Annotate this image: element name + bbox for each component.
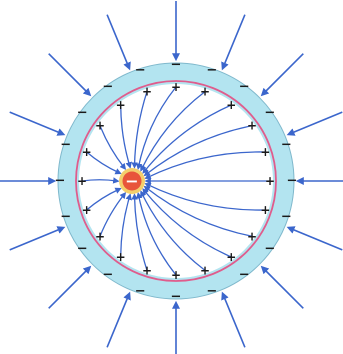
inner-positive-charge: + <box>247 119 257 133</box>
external-field-line <box>107 295 129 348</box>
inner-positive-charge: + <box>95 229 105 243</box>
outer-negative-charge: − <box>171 290 182 305</box>
inner-positive-charge: + <box>260 145 270 159</box>
inner-positive-charge: + <box>82 203 92 217</box>
inner-positive-charge: + <box>116 98 126 112</box>
outer-negative-charge: − <box>135 63 146 78</box>
inner-positive-charge: + <box>142 85 152 99</box>
outer-negative-charge: − <box>281 138 292 153</box>
outer-negative-charge: − <box>77 242 88 257</box>
inner-positive-charge: + <box>142 263 152 277</box>
external-field-line <box>10 112 63 134</box>
external-field-line <box>263 268 303 308</box>
inner-positive-charge: + <box>77 174 87 188</box>
inner-positive-charge: + <box>260 203 270 217</box>
outer-negative-charge: − <box>206 284 217 299</box>
outer-negative-charge: − <box>102 267 113 282</box>
outer-negative-charge: − <box>264 105 275 120</box>
external-field-line <box>10 228 63 250</box>
outer-negative-charge: − <box>264 242 275 257</box>
outer-negative-charge: − <box>239 267 250 282</box>
outer-negative-charge: − <box>60 209 71 224</box>
outer-negative-charge: − <box>206 63 217 78</box>
inner-positive-charge: + <box>200 85 210 99</box>
outer-negative-charge: − <box>77 105 88 120</box>
outer-negative-charge: − <box>60 138 71 153</box>
outer-negative-charge: − <box>287 174 298 189</box>
inner-positive-charge: + <box>82 145 92 159</box>
inner-positive-charge: + <box>171 80 181 94</box>
external-field-line <box>223 15 245 68</box>
outer-negative-charge: − <box>102 80 113 95</box>
external-field-line <box>107 15 129 68</box>
inner-positive-charge: + <box>171 268 181 282</box>
inner-positive-charge: + <box>95 119 105 133</box>
point-charge: − <box>119 168 145 194</box>
external-field-line <box>49 54 89 94</box>
external-field-line <box>223 295 245 348</box>
external-field-line <box>263 54 303 94</box>
external-field-line <box>49 268 89 308</box>
inner-positive-charge: + <box>116 250 126 264</box>
inner-positive-charge: + <box>226 250 236 264</box>
external-field-line <box>290 228 343 250</box>
outer-negative-charge: − <box>239 80 250 95</box>
external-field-line <box>290 112 343 134</box>
point-charge-sign: − <box>125 172 138 191</box>
inner-positive-charge: + <box>200 263 210 277</box>
outer-negative-charge: − <box>55 174 66 189</box>
outer-negative-charge: − <box>171 58 182 73</box>
outer-negative-charge: − <box>135 284 146 299</box>
inner-positive-charge: + <box>226 98 236 112</box>
outer-negative-charge: − <box>281 209 292 224</box>
inner-positive-charge: + <box>265 174 275 188</box>
inner-positive-charge: + <box>247 229 257 243</box>
